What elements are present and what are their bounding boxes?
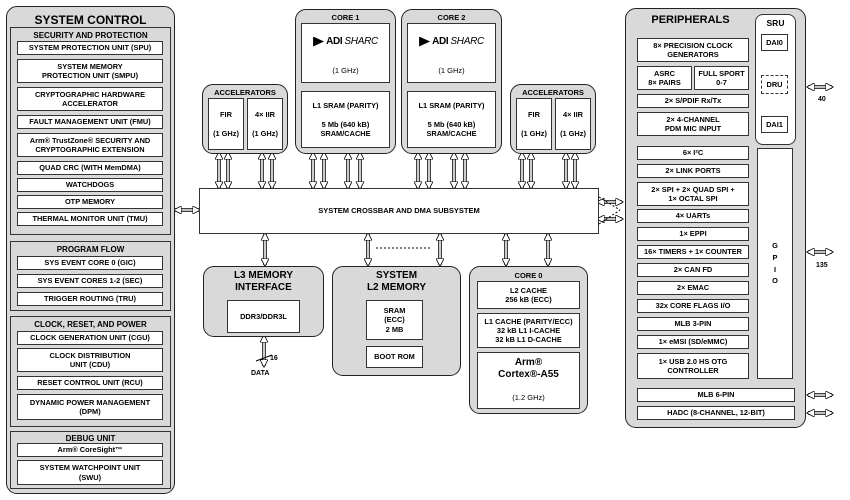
- timers-block: 16× TIMERS + 1× COUNTER: [637, 245, 749, 259]
- core2-title: CORE 2: [437, 13, 466, 22]
- ddr3-block: DDR3/DDR3L: [227, 300, 300, 333]
- iir-right-block: 4× IIR (1 GHz): [555, 98, 591, 150]
- core2-brand2: SHARC: [450, 36, 484, 47]
- spdif-block: 2× S/PDIF Rx/Tx: [637, 94, 749, 108]
- l2-sram-block: SRAM (ECC) 2 MB: [366, 300, 423, 340]
- accelerators-right-title: ACCELERATORS: [522, 88, 584, 97]
- emsi-block: 1× eMSI (SD/eMMC): [637, 335, 749, 349]
- debug-unit-title: DEBUG UNIT: [65, 434, 116, 443]
- core1-brand: ADI: [326, 36, 343, 47]
- trustzone-block: Arm® TrustZone® SECURITY AND CRYPTOGRAPH…: [17, 133, 163, 157]
- data-width-label: 16: [270, 355, 278, 362]
- adi-logo-icon: [313, 36, 325, 47]
- gpio-pin-count: 135: [816, 262, 828, 269]
- otp-memory-block: OTP MEMORY: [17, 195, 163, 209]
- fir-left-block: FIR (1 GHz): [208, 98, 244, 150]
- usb-otg-block: 1× USB 2.0 HS OTG CONTROLLER: [637, 353, 749, 379]
- tmu-block: THERMAL MONITOR UNIT (TMU): [17, 212, 163, 226]
- sec-block: SYS EVENT CORES 1-2 (SEC): [17, 274, 163, 288]
- iir-left-block: 4× IIR (1 GHz): [247, 98, 283, 150]
- data-label: DATA: [251, 370, 270, 377]
- l2-memory-title: SYSTEM L2 MEMORY: [366, 270, 427, 293]
- accelerators-left-title: ACCELERATORS: [214, 88, 276, 97]
- dpm-block: DYNAMIC POWER MANAGEMENT (DPM): [17, 394, 163, 420]
- adi-logo-icon: [419, 36, 431, 47]
- dai0-block: DAI0: [761, 34, 788, 51]
- watchdogs-block: WATCHDOGS: [17, 178, 163, 192]
- security-protection-title: SECURITY AND PROTECTION: [33, 31, 148, 40]
- mlb-6pin-block: MLB 6-PIN: [637, 388, 795, 402]
- l1-cache-block: L1 CACHE (PARITY/ECC) 32 kB L1 I-CACHE 3…: [477, 313, 580, 348]
- cortex-a55-speed: (1.2 GHz): [512, 393, 545, 402]
- core-flags-block: 32x CORE FLAGS I/O: [637, 299, 749, 313]
- emac-block: 2× EMAC: [637, 281, 749, 295]
- can-fd-block: 2× CAN FD: [637, 263, 749, 277]
- core1-l1-sram: L1 SRAM (PARITY) 5 Mb (640 kB) SRAM/CACH…: [301, 91, 390, 148]
- program-flow-title: PROGRAM FLOW: [56, 245, 125, 254]
- asrc-block: ASRC 8× PAIRS: [637, 66, 692, 90]
- adi-sharc-logo: ADI SHARC: [408, 36, 495, 47]
- core1-title: CORE 1: [331, 13, 360, 22]
- core1-brand2: SHARC: [344, 36, 378, 47]
- dai1-block: DAI1: [761, 116, 788, 133]
- tru-block: TRIGGER ROUTING (TRU): [17, 292, 163, 306]
- gpio-block: G P I O: [757, 148, 793, 379]
- core2-brand: ADI: [432, 36, 449, 47]
- core1-speed: (1 GHz): [332, 66, 359, 75]
- pdm-mic-block: 2× 4-CHANNEL PDM MIC INPUT: [637, 112, 749, 136]
- gic-block: SYS EVENT CORE 0 (GIC): [17, 256, 163, 270]
- core2-l1-sram: L1 SRAM (PARITY) 5 Mb (640 kB) SRAM/CACH…: [407, 91, 496, 148]
- hadc-block: HADC (8-CHANNEL, 12-BIT): [637, 406, 795, 420]
- i2c-block: 6× I²C: [637, 146, 749, 160]
- peripherals-title: PERIPHERALS: [651, 14, 730, 26]
- cortex-a55-block: Arm® Cortex®-A55 (1.2 GHz): [477, 352, 580, 409]
- link-ports-block: 2× LINK PORTS: [637, 164, 749, 178]
- mlb-3pin-block: MLB 3-PIN: [637, 317, 749, 331]
- core1-sharc-box: ADI SHARC (1 GHz): [301, 23, 390, 83]
- l3-memory-title: L3 MEMORY INTERFACE: [233, 270, 294, 293]
- uarts-block: 4× UARTs: [637, 209, 749, 223]
- sru-title: SRU: [766, 18, 785, 28]
- cdu-block: CLOCK DISTRIBUTION UNIT (CDU): [17, 348, 163, 372]
- rcu-block: RESET CONTROL UNIT (RCU): [17, 376, 163, 390]
- clock-reset-power-title: CLOCK, RESET, AND POWER: [34, 320, 147, 329]
- core2-speed: (1 GHz): [438, 66, 465, 75]
- swu-block: SYSTEM WATCHPOINT UNIT (SWU): [17, 460, 163, 485]
- coresight-block: Arm® CoreSight™: [17, 443, 163, 457]
- adi-sharc-logo: ADI SHARC: [302, 36, 389, 47]
- full-sport-block: FULL SPORT 0-7: [694, 66, 749, 90]
- core2-sharc-box: ADI SHARC (1 GHz): [407, 23, 496, 83]
- system-control-title: SYSTEM CONTROL: [34, 13, 147, 27]
- fmu-block: FAULT MANAGEMENT UNIT (FMU): [17, 115, 163, 129]
- smpu-block: SYSTEM MEMORY PROTECTION UNIT (SMPU): [17, 59, 163, 83]
- boot-rom-block: BOOT ROM: [366, 346, 423, 368]
- arm-brand: Arm®: [514, 357, 543, 368]
- clock-generators-block: 8× PRECISION CLOCK GENERATORS: [637, 38, 749, 62]
- l2-cache-block: L2 CACHE 256 kB (ECC): [477, 281, 580, 309]
- dru-block: DRU: [761, 75, 788, 94]
- spu-block: SYSTEM PROTECTION UNIT (SPU): [17, 41, 163, 55]
- core0-title: CORE 0: [514, 271, 543, 280]
- spi-block: 2× SPI + 2× QUAD SPI + 1× OCTAL SPI: [637, 182, 749, 206]
- quad-crc-block: QUAD CRC (WITH MemDMA): [17, 161, 163, 175]
- fir-right-block: FIR (1 GHz): [516, 98, 552, 150]
- dai-pin-count: 40: [818, 96, 826, 103]
- system-crossbar: SYSTEM CROSSBAR AND DMA SUBSYSTEM: [199, 188, 599, 234]
- cortex-a55-name: Cortex®-A55: [498, 369, 559, 380]
- cgu-block: CLOCK GENERATION UNIT (CGU): [17, 331, 163, 345]
- eppi-block: 1× EPPI: [637, 227, 749, 241]
- crypto-accelerator-block: CRYPTOGRAPHIC HARDWARE ACCELERATOR: [17, 87, 163, 111]
